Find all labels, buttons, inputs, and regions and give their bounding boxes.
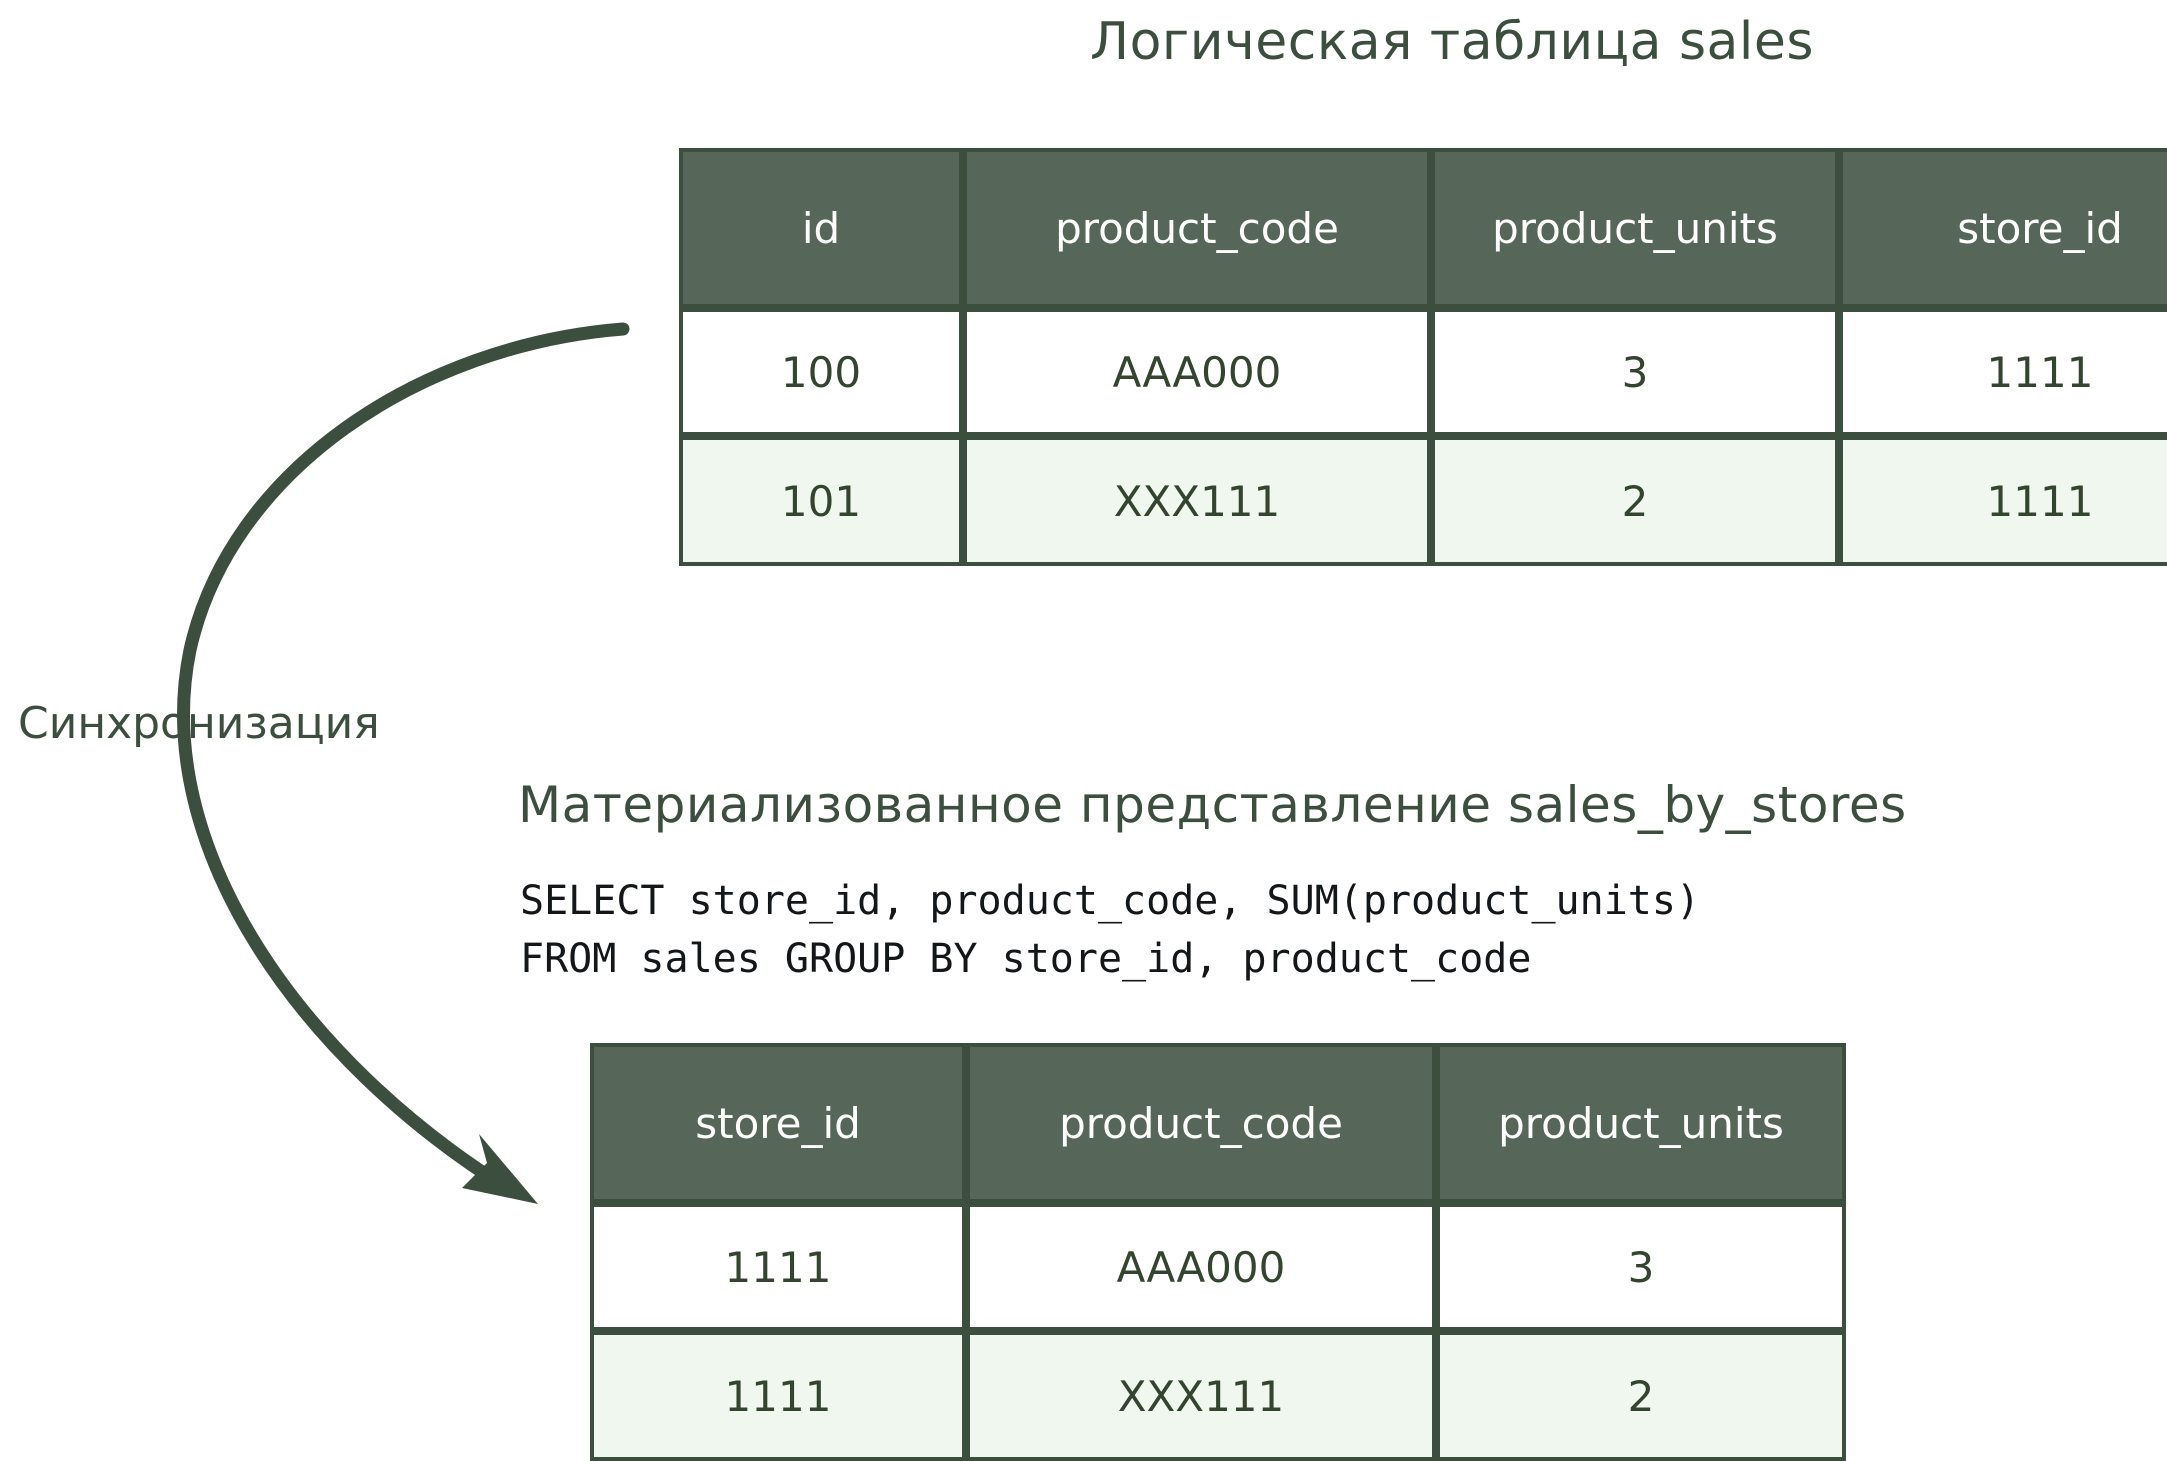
cell-product-code: AAA000 — [963, 308, 1431, 436]
diagram-canvas: Логическая таблица sales id product_code… — [18, 12, 2167, 1461]
table-header-row: store_id product_code product_units — [590, 1043, 1846, 1203]
column-header-product-units: product_units — [1436, 1043, 1846, 1203]
cell-id: 100 — [679, 308, 963, 436]
materialized-view-title: Материализованное представление sales_by… — [518, 776, 1907, 834]
cell-store-id: 1111 — [590, 1203, 966, 1331]
cell-product-code: AAA000 — [966, 1203, 1436, 1331]
cell-product-code: XXX111 — [963, 436, 1431, 566]
column-header-product-code: product_code — [966, 1043, 1436, 1203]
table-row: 100 AAA000 3 1111 — [679, 308, 2167, 436]
cell-product-units: 3 — [1436, 1203, 1846, 1331]
cell-product-units: 2 — [1431, 436, 1839, 566]
table-row: 101 XXX111 2 1111 — [679, 436, 2167, 566]
table-row: 1111 XXX111 2 — [590, 1331, 1846, 1461]
cell-store-id: 1111 — [1839, 308, 2167, 436]
logical-table-title: Логическая таблица sales — [1090, 12, 1814, 72]
table-header-row: id product_code product_units store_id — [679, 148, 2167, 308]
table-row: 1111 AAA000 3 — [590, 1203, 1846, 1331]
materialized-view-table: store_id product_code product_units 1111… — [590, 1043, 1846, 1461]
column-header-product-units: product_units — [1431, 148, 1839, 308]
sql-query-block: SELECT store_id, product_code, SUM(produ… — [520, 872, 1700, 988]
cell-product-units: 3 — [1431, 308, 1839, 436]
logical-table-sales: id product_code product_units store_id 1… — [679, 148, 2167, 566]
sql-line-1: SELECT store_id, product_code, SUM(produ… — [520, 878, 1701, 924]
sql-line-2: FROM sales GROUP BY store_id, product_co… — [520, 936, 1532, 982]
cell-product-units: 2 — [1436, 1331, 1846, 1461]
column-header-id: id — [679, 148, 963, 308]
cell-product-code: XXX111 — [966, 1331, 1436, 1461]
sync-label: Синхронизация — [18, 698, 380, 749]
cell-id: 101 — [679, 436, 963, 566]
column-header-store-id: store_id — [1839, 148, 2167, 308]
cell-store-id: 1111 — [1839, 436, 2167, 566]
column-header-product-code: product_code — [963, 148, 1431, 308]
cell-store-id: 1111 — [590, 1331, 966, 1461]
column-header-store-id: store_id — [590, 1043, 966, 1203]
